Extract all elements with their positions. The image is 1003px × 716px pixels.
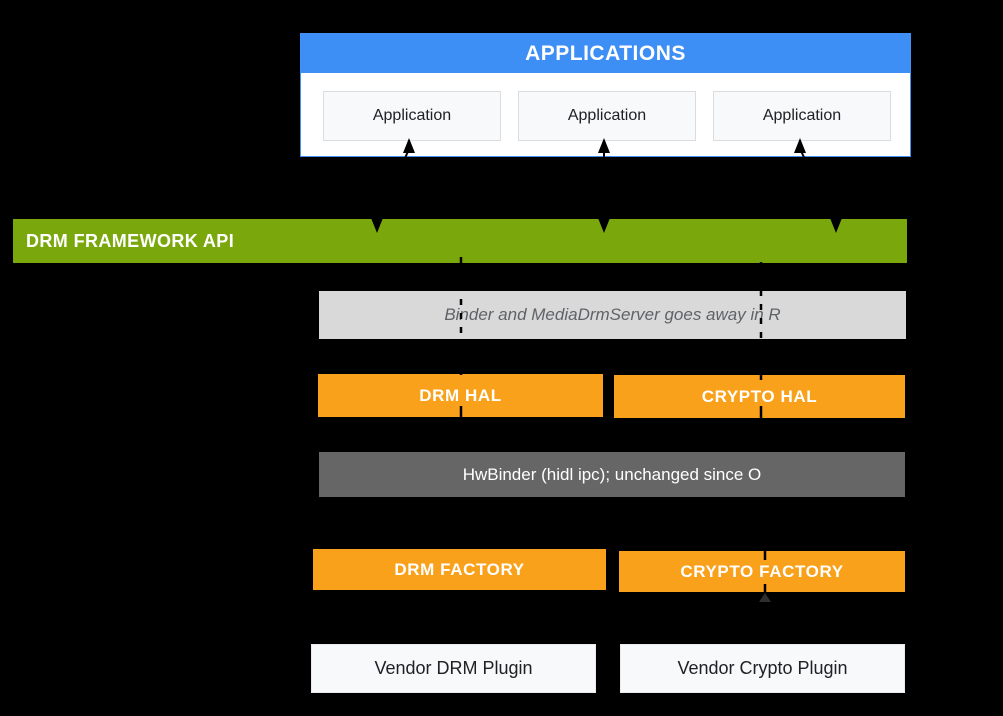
faint-up-arrowhead: [759, 593, 771, 602]
drm-framework-api-bar: DRM FRAMEWORK API: [13, 219, 907, 263]
crypto-hal-box: CRYPTO HAL: [614, 375, 905, 418]
crypto-factory-box: CRYPTO FACTORY: [619, 551, 905, 592]
application-box-2: Application: [518, 91, 696, 141]
application-box-3: Application: [713, 91, 891, 141]
binder-note-bar: Binder and MediaDrmServer goes away in R: [319, 291, 906, 339]
drm-factory-box: DRM FACTORY: [313, 549, 606, 590]
applications-container: APPLICATIONS Application Application App…: [300, 33, 911, 157]
binder-note-label: Binder and MediaDrmServer goes away in R: [444, 305, 781, 324]
application-box-1: Application: [323, 91, 501, 141]
drm-framework-api-label: DRM FRAMEWORK API: [26, 230, 235, 251]
hwbinder-bar: HwBinder (hidl ipc); unchanged since O: [319, 452, 905, 497]
vendor-crypto-plugin-box: Vendor Crypto Plugin: [620, 644, 905, 693]
drm-hal-box: DRM HAL: [318, 374, 603, 417]
vendor-drm-plugin-box: Vendor DRM Plugin: [311, 644, 596, 693]
applications-header: APPLICATIONS: [301, 34, 910, 73]
